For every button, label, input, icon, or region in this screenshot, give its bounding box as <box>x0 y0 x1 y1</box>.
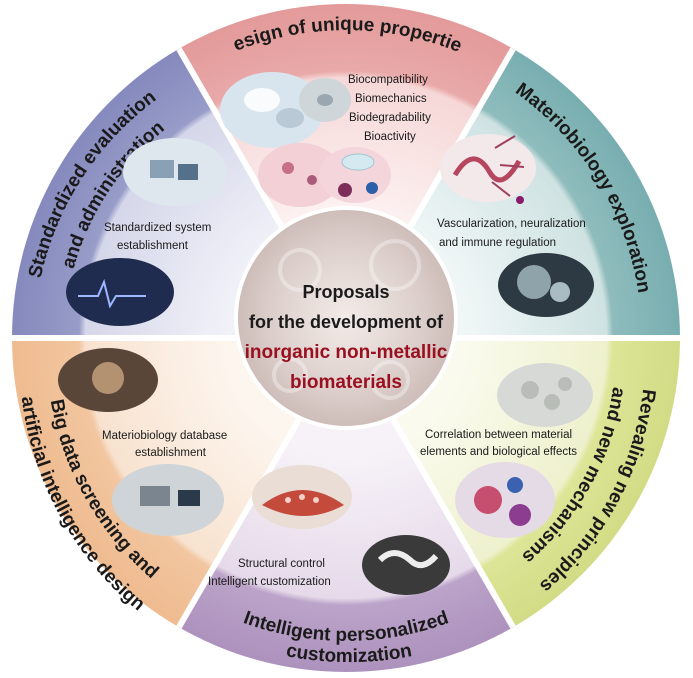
center-line-4: biomaterials <box>290 372 402 393</box>
digital-network-icon <box>66 258 174 326</box>
design-item-2: Biomechanics <box>355 93 427 105</box>
bigdata-item-1: Materiobiology database <box>102 430 227 442</box>
center-circle <box>238 210 454 426</box>
center-hub: Proposals for the development of inorgan… <box>234 206 458 430</box>
revealing-item-1: Correlation between material <box>425 429 572 441</box>
biomaterials-photo-icon <box>220 72 324 148</box>
personalized-item-2: Intelligent customization <box>208 576 331 588</box>
standardized-item-1: Standardized system <box>104 222 211 234</box>
design-item-1: Biocompatibility <box>348 74 428 86</box>
center-line-2: for the development of <box>249 312 444 332</box>
custom-implant-icon <box>362 535 450 595</box>
standardized-item-2: establishment <box>117 240 189 252</box>
design-item-3: Biodegradability <box>349 112 431 124</box>
materiobiology-item-1: Vascularization, neuralization <box>437 218 586 230</box>
cell-interaction-icon <box>455 462 555 538</box>
personalized-item-1: Structural control <box>238 558 325 570</box>
cell-photo-icon <box>258 143 342 207</box>
materiobiology-item-2: and immune regulation <box>439 237 556 249</box>
center-line-3: inorganic non-metallic <box>245 342 448 363</box>
porous-structure-icon <box>497 363 593 427</box>
center-line-1: Proposals <box>302 282 389 302</box>
design-item-4: Bioactivity <box>364 131 416 143</box>
bigdata-item-2: establishment <box>135 447 207 459</box>
section-personalized: Intelligent personalized customization S… <box>208 465 451 667</box>
revealing-item-2: elements and biological effects <box>420 446 577 458</box>
lab-equipment-icon <box>123 138 227 206</box>
